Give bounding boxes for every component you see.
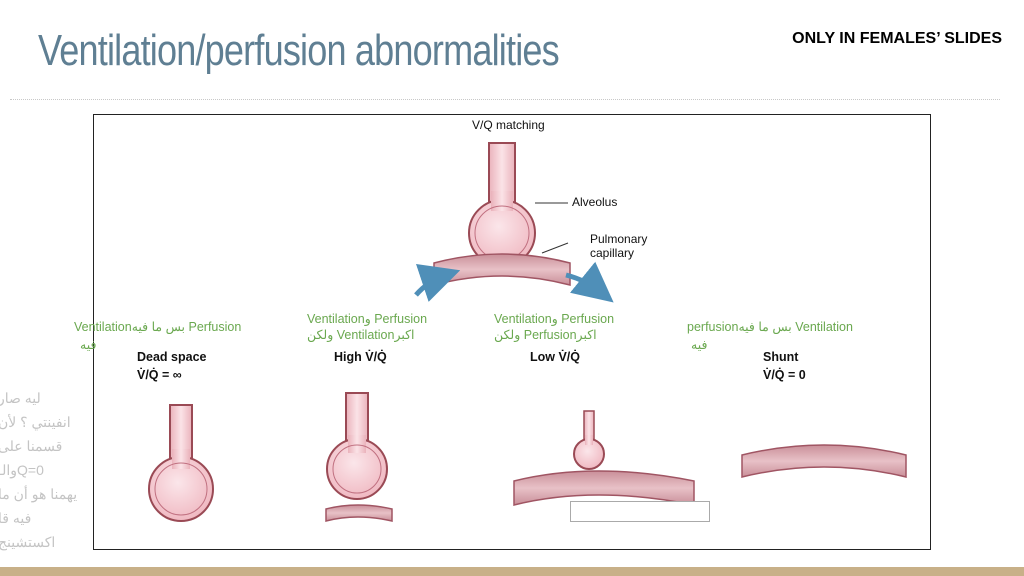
- shunt-capillary: [741, 444, 907, 478]
- annotation-shunt: perfusionبس ما فيه Ventilation فيه: [687, 320, 853, 352]
- dead-space-label: Dead space: [137, 350, 207, 364]
- capillary-label-line1: Pulmonary: [590, 232, 647, 246]
- capillary-label-line2: capillary: [590, 246, 634, 260]
- low-vq-alveolus: [573, 410, 605, 470]
- vq-diagram: V/Q matching Alveolus Pulmonary capillar…: [93, 114, 931, 550]
- annotation-low-vq: Ventilationو Perfusion ولكن Perfusionاكب…: [494, 312, 615, 342]
- low-vq-label: Low V̇/Q̇: [530, 349, 580, 364]
- annotation-dead-space: Ventilationبس ما فيه Perfusion فيه: [74, 320, 242, 352]
- side-note-arabic: ليه صار انفينتي ؟ لأن قسمنا على Q=0والـ …: [0, 390, 78, 550]
- high-vq-capillary: [325, 504, 393, 522]
- vq-matching-title: V/Q matching: [472, 118, 545, 132]
- blank-overlay-box: [570, 501, 710, 522]
- dead-space-ratio: V̇/Q̇ = ∞: [137, 367, 182, 382]
- females-only-badge: ONLY IN FEMALES’ SLIDES: [792, 30, 1002, 47]
- matching-alveolus: [468, 142, 536, 267]
- matching-capillary: [433, 253, 571, 286]
- high-vq-alveolus: [326, 392, 388, 500]
- annotation-high-vq: Ventilationو Perfusion ولكن Ventilationا…: [307, 312, 428, 342]
- shunt-ratio: V̇/Q̇ = 0: [763, 367, 806, 382]
- slide-title: Ventilation/perfusion abnormalities: [38, 26, 560, 75]
- blood-inflow-arrow: [414, 263, 461, 302]
- capillary-leader-line: [541, 242, 569, 254]
- shunt-label: Shunt: [763, 350, 799, 364]
- alveolus-label: Alveolus: [572, 195, 617, 209]
- low-vq-capillary: [513, 470, 695, 506]
- dead-space-alveolus: [148, 404, 214, 522]
- high-vq-label: High V̇/Q̇: [334, 349, 387, 364]
- bottom-accent-bar: [0, 567, 1024, 576]
- title-divider: [10, 99, 1000, 100]
- vq-diagram-figure: V/Q matching Alveolus Pulmonary capillar…: [137, 118, 907, 522]
- blood-outflow-arrow: [565, 261, 614, 303]
